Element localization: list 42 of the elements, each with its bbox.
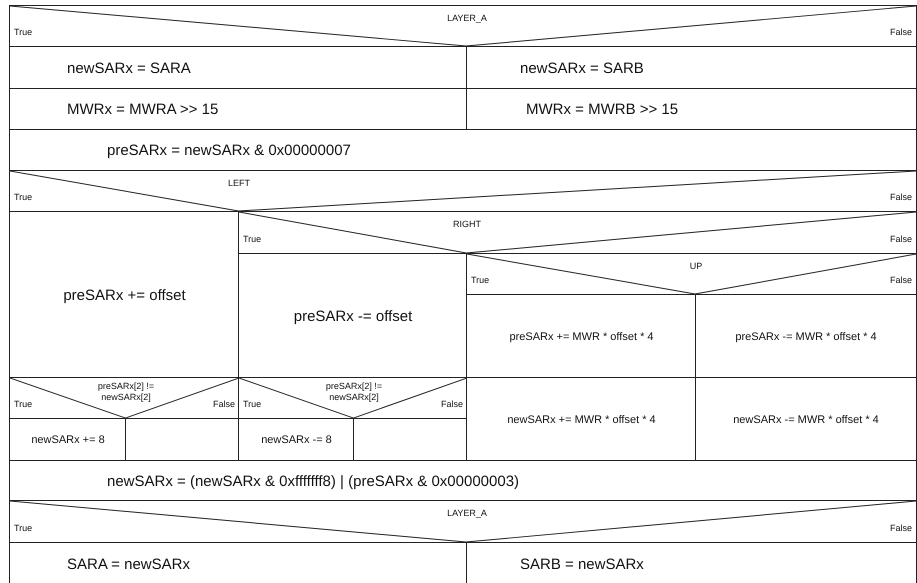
decision-block bbox=[238, 211, 917, 254]
statement-block: MWRx = MWRA >> 15 bbox=[9, 88, 467, 130]
statement-block: newSARx += MWR * offset * 4 bbox=[466, 377, 696, 461]
branch-label: False bbox=[212, 399, 235, 410]
decision-block bbox=[9, 5, 917, 47]
branch-label: True bbox=[14, 27, 32, 38]
statement-block: SARA = newSARx bbox=[9, 542, 467, 583]
decision-block bbox=[9, 500, 917, 543]
statement-block: newSARx = SARB bbox=[466, 46, 917, 89]
statement-block: preSARx = newSARx & 0x00000007 bbox=[9, 129, 917, 171]
condition-label: LAYER_A bbox=[447, 13, 487, 24]
decision-block bbox=[9, 170, 917, 212]
statement-block: newSARx = SARA bbox=[9, 46, 467, 89]
statement-block: preSARx -= MWR * offset * 4 bbox=[695, 294, 917, 378]
branch-label: True bbox=[14, 192, 32, 203]
condition-label: LAYER_A bbox=[447, 508, 487, 519]
branch-label: True bbox=[243, 399, 262, 410]
empty-block bbox=[125, 418, 239, 461]
statement-block: newSARx = (newSARx & 0xfffffff8) | (preSARx & 0x00000003) bbox=[9, 460, 917, 501]
statement-block: newSARx -= MWR * offset * 4 bbox=[695, 377, 917, 461]
branch-label: True bbox=[14, 399, 32, 410]
condition-label: preSARx[2] != newSARx[2] bbox=[96, 381, 156, 403]
branch-label: False bbox=[440, 399, 463, 410]
branch-label: False bbox=[890, 523, 912, 534]
branch-label: True bbox=[471, 275, 490, 286]
branch-label: True bbox=[14, 523, 32, 534]
empty-block bbox=[353, 418, 467, 461]
branch-label: True bbox=[243, 234, 262, 245]
branch-label: False bbox=[890, 192, 912, 203]
branch-label: False bbox=[890, 234, 912, 245]
statement-block: preSARx += offset bbox=[9, 211, 239, 378]
statement-block: preSARx -= offset bbox=[238, 253, 467, 378]
condition-label: LEFT bbox=[228, 178, 250, 189]
statement-block: MWRx = MWRB >> 15 bbox=[466, 88, 917, 130]
decision-block bbox=[466, 253, 917, 295]
condition-label: RIGHT bbox=[453, 219, 481, 230]
condition-label: UP bbox=[690, 261, 702, 272]
statement-block: preSARx += MWR * offset * 4 bbox=[466, 294, 696, 378]
branch-label: False bbox=[890, 275, 912, 286]
statement-block: SARB = newSARx bbox=[466, 542, 917, 583]
condition-label: preSARx[2] != newSARx[2] bbox=[324, 381, 384, 403]
branch-label: False bbox=[890, 27, 912, 38]
